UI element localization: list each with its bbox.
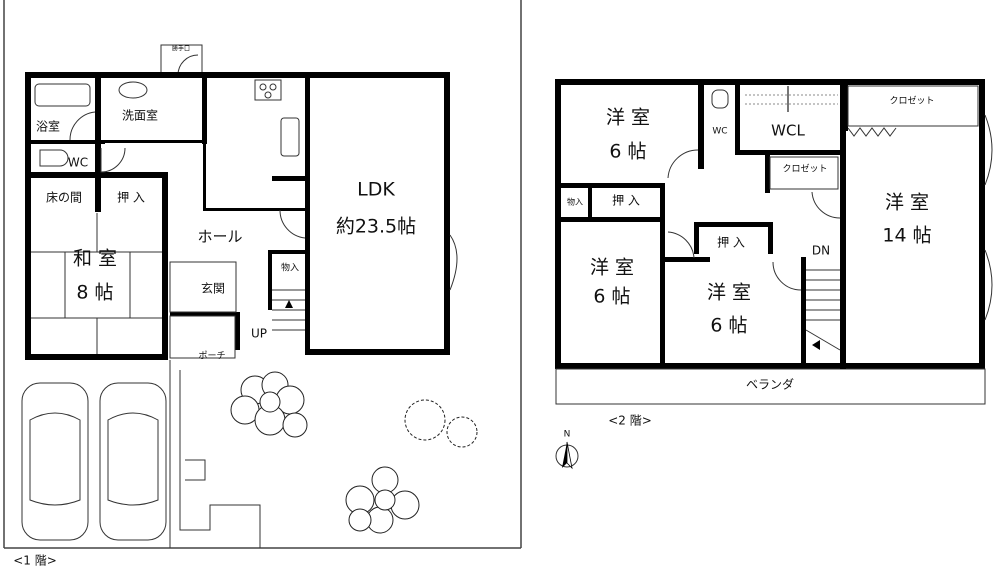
- north-compass-icon: N: [555, 430, 579, 470]
- room-size-ldk: 約23.5帖: [336, 216, 416, 238]
- room-size-nw: 6 帖: [609, 141, 646, 163]
- room-label-wcl: WCL: [771, 122, 805, 140]
- stairs-floor1: [272, 289, 305, 331]
- room-size-sw: 6 帖: [593, 286, 630, 308]
- room-label-washroom: 洗面室: [122, 108, 158, 123]
- room-label-storage: 物入: [281, 262, 299, 274]
- room-label-bath: 浴室: [36, 119, 60, 134]
- room-label-veranda: ベランダ: [746, 377, 794, 392]
- room-label-storage2: 物入: [567, 197, 583, 207]
- floor2-plan: 洋 室 6 帖 WC WCL クロゼット クロゼット 洋 室 14 帖 物入 押…: [555, 79, 993, 405]
- room-size-east: 14 帖: [882, 225, 931, 247]
- room-label-nw: 洋 室: [606, 107, 650, 129]
- back-door-label: 勝手口: [172, 45, 190, 53]
- room-label-porch: ポーチ: [198, 351, 225, 362]
- room-label-wc2: WC: [712, 127, 727, 137]
- room-label-east: 洋 室: [885, 192, 929, 214]
- room-size-south: 6 帖: [710, 315, 747, 337]
- stairs-up-label: UP: [251, 327, 267, 341]
- property-boundary: [3, 0, 522, 549]
- room-label-closet-east: クロゼット: [889, 95, 934, 107]
- compass-label: N: [564, 430, 571, 440]
- room-label-tokonoma: 床の間: [46, 191, 82, 205]
- room-label-south: 洋 室: [707, 282, 751, 304]
- room-label-oshiire: 押 入: [117, 191, 145, 205]
- car-2: [99, 382, 167, 541]
- tree-2: [404, 399, 478, 448]
- room-label-oshiire-west: 押 入: [612, 194, 640, 208]
- stairs-down-label: DN: [812, 244, 830, 258]
- tree-3: [345, 466, 420, 534]
- car-1: [21, 382, 89, 541]
- room-label-ldk: LDK: [357, 179, 395, 201]
- room-size-washitsu: 8 帖: [76, 282, 113, 304]
- room-label-washitsu: 和 室: [73, 248, 117, 270]
- floor2-caption: <2 階>: [608, 413, 652, 428]
- room-label-closet-center: クロゼット: [782, 163, 827, 175]
- room-label-hall: ホール: [197, 228, 242, 246]
- room-label-sw: 洋 室: [590, 257, 634, 279]
- floor1-plan: 浴室 洗面室 WC 床の間 押 入 和 室 8 帖 ホール 玄関 物入 UP ポ…: [21, 44, 478, 548]
- tree-1: [230, 371, 308, 438]
- room-label-oshiire-center: 押 入: [717, 236, 745, 250]
- floor1-caption: <1 階>: [13, 553, 57, 568]
- room-label-wc: WC: [68, 156, 88, 170]
- stairs-floor2: [805, 269, 841, 351]
- room-label-genkan: 玄関: [201, 281, 225, 296]
